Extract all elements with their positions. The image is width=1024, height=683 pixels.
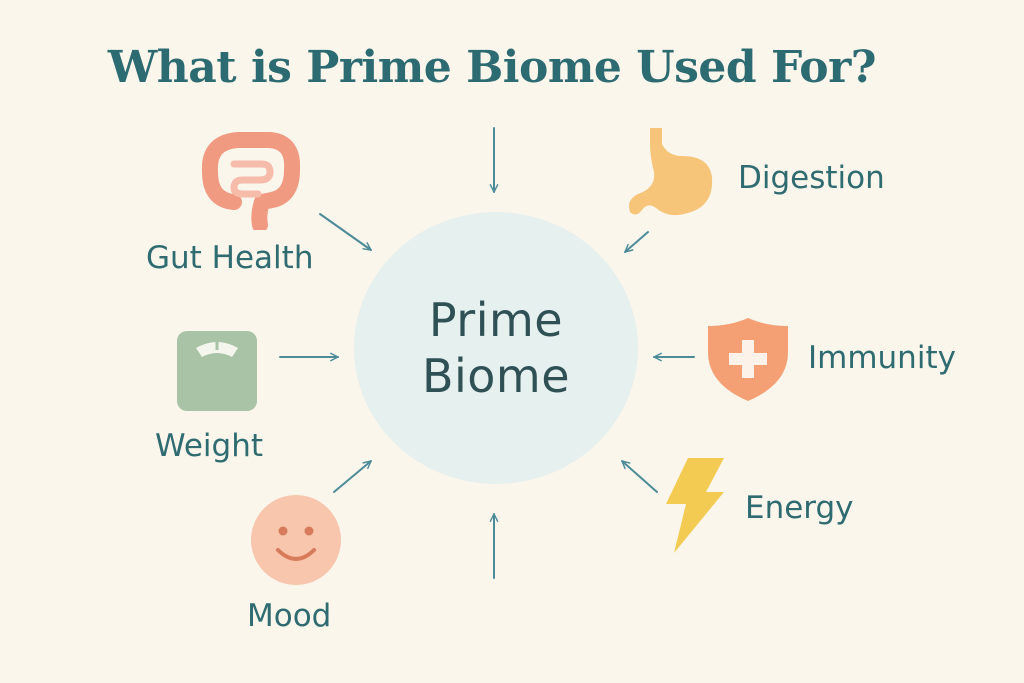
arrow-digestion [624,231,649,253]
stomach-icon [629,128,713,216]
hub-label-line2: Biome [421,349,571,403]
label-immunity: Immunity [808,340,956,376]
shield-plus-icon [708,318,788,401]
smiley-icon [251,495,341,585]
label-energy: Energy [745,490,854,526]
page-title: What is Prime Biome Used For? [107,42,877,93]
label-digestion: Digestion [738,160,885,196]
label-mood: Mood [247,598,332,634]
lightning-icon [666,458,724,553]
arrow-mood [333,460,372,493]
label-weight: Weight [155,428,264,464]
arrow-gut-health [319,213,372,251]
label-gut-health: Gut Health [146,240,314,276]
intestine-icon [201,132,300,230]
arrow-energy [621,460,658,493]
scale-icon [177,331,257,411]
hub-label-line1: Prime [428,293,564,347]
prime-biome-hub: Prime Biome [354,212,638,484]
